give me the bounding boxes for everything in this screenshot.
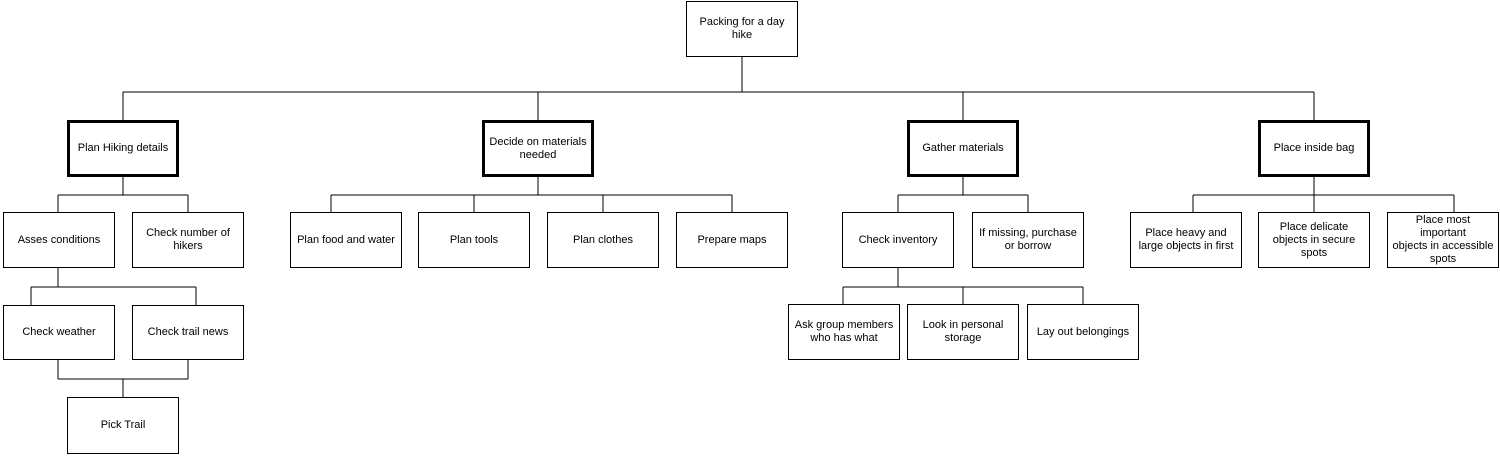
category-decide-materials: Decide on materials needed xyxy=(482,120,594,177)
node-plan-clothes: Plan clothes xyxy=(547,212,659,268)
node-plan-food-and-water: Plan food and water xyxy=(290,212,402,268)
connector-place-inside xyxy=(1192,177,1455,212)
node-asses-conditions: Asses conditions xyxy=(3,212,115,268)
node-place-delicate-secure: Place delicate objects in secure spots xyxy=(1258,212,1370,268)
node-check-weather: Check weather xyxy=(3,305,115,360)
connector-gather-materials xyxy=(897,177,1029,212)
category-plan-hiking-details: Plan Hiking details xyxy=(67,120,179,177)
connector-check-inventory xyxy=(842,268,1084,304)
category-place-inside-bag: Place inside bag xyxy=(1258,120,1370,177)
node-place-heavy-first: Place heavy and large objects in first xyxy=(1130,212,1242,268)
connector-plan-hiking xyxy=(57,177,189,212)
node-check-inventory: Check inventory xyxy=(842,212,954,268)
category-gather-materials: Gather materials xyxy=(907,120,1019,177)
connector-pick-trail xyxy=(57,360,189,397)
node-place-important-accessible: Place most important objects in accessib… xyxy=(1387,212,1499,268)
node-look-in-personal-storage: Look in personal storage xyxy=(907,304,1019,360)
node-ask-group-members: Ask group members who has what xyxy=(788,304,900,360)
node-check-trail-news: Check trail news xyxy=(132,305,244,360)
node-pick-trail: Pick Trail xyxy=(67,397,179,454)
connector-root xyxy=(122,57,1315,121)
connector-asses-conditions xyxy=(30,268,197,305)
node-check-number-of-hikers: Check number of hikers xyxy=(132,212,244,268)
node-plan-tools: Plan tools xyxy=(418,212,530,268)
root-node: Packing for a day hike xyxy=(686,1,798,57)
connector-decide-materials xyxy=(330,177,733,212)
node-lay-out-belongings: Lay out belongings xyxy=(1027,304,1139,360)
node-prepare-maps: Prepare maps xyxy=(676,212,788,268)
node-purchase-or-borrow: If missing, purchase or borrow xyxy=(972,212,1084,268)
